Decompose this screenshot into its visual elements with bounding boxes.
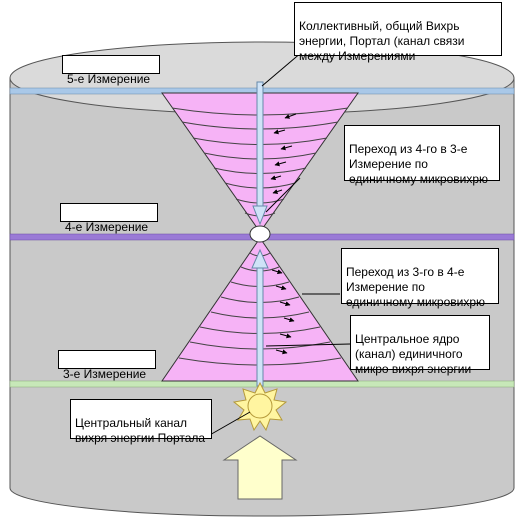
leader-channel <box>207 411 251 437</box>
core-callout: Центральное ядро (канал) единичного микр… <box>350 315 490 376</box>
dimension-4-label-text: 4-е Измерение <box>65 220 149 234</box>
portal-callout-text: Коллективный, общий Вихрь энергии, Порта… <box>299 19 465 63</box>
transition-3-4-callout: Переход из 3-го в 4-е Измерение по едини… <box>341 248 499 309</box>
portal-callout: Коллективный, общий Вихрь энергии, Порта… <box>294 2 502 63</box>
leader-core <box>265 343 351 347</box>
channel-callout: Центральный канал вихря энергии Портала <box>70 399 212 445</box>
dimension-4-label: 4-е Измерение <box>60 203 158 234</box>
central-channel <box>251 81 269 387</box>
transition-4-3-text: Переход из 4-го в 3-е Измерение по едини… <box>349 142 489 186</box>
dimension-3-label-text: 3-е Измерение <box>63 367 147 381</box>
dimension-5-label-text: 5-е Измерение <box>67 72 151 86</box>
channel-callout-text: Центральный канал вихря энергии Портала <box>75 416 206 445</box>
dimension-3-label: 3-е Измерение <box>58 350 156 381</box>
core-callout-text: Центральное ядро (канал) единичного микр… <box>355 332 472 376</box>
transition-3-4-text: Переход из 3-го в 4-е Измерение по едини… <box>346 265 486 309</box>
leader-trans-4-3 <box>265 177 301 213</box>
sun-core-icon <box>232 381 288 432</box>
leader-portal <box>261 51 303 87</box>
vortex-node <box>249 225 271 243</box>
portal-up-arrow <box>222 435 298 500</box>
dimension-5-label: 5-е Измерение <box>62 55 160 86</box>
transition-4-3-callout: Переход из 4-го в 3-е Измерение по едини… <box>344 125 500 186</box>
